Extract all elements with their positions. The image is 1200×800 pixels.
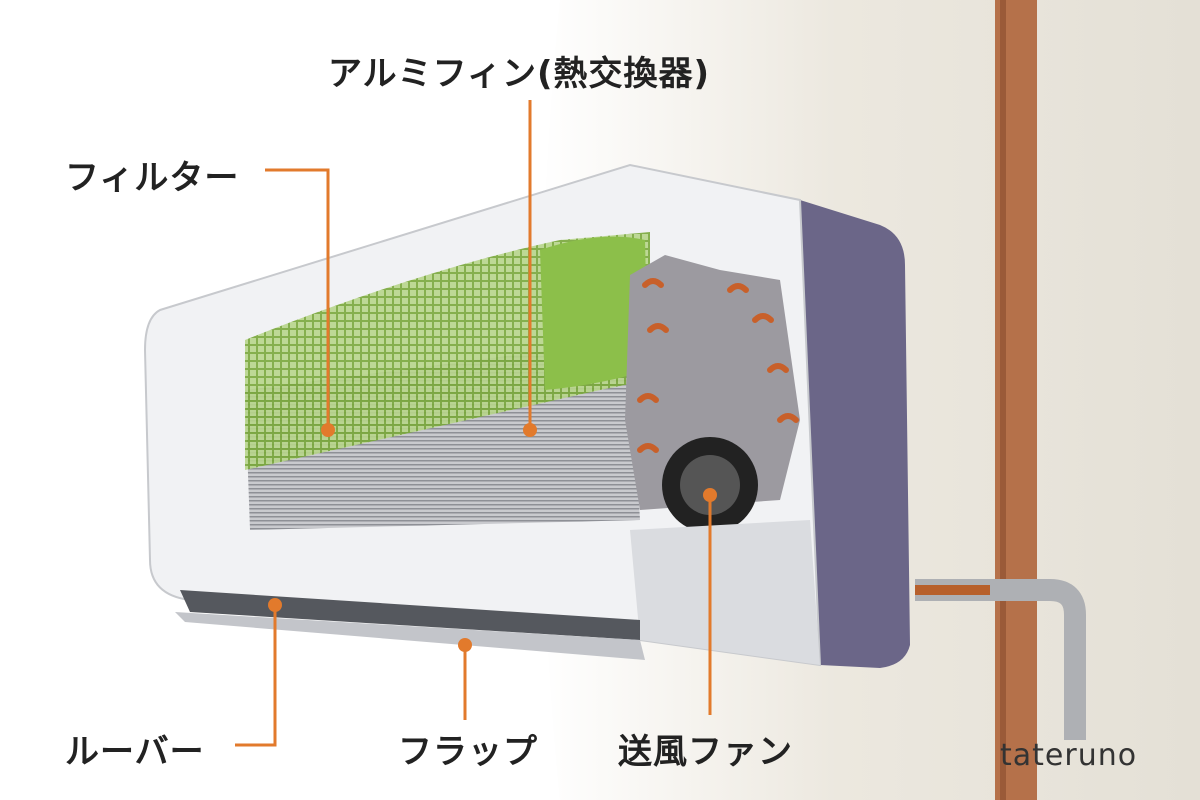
label-aluminum-fin: アルミフィン(熱交換器): [328, 54, 711, 94]
louver-vent: [180, 590, 640, 640]
label-filter: フィルター: [65, 158, 240, 198]
refrigerant-pipe: [915, 579, 1086, 740]
casing-side: [800, 200, 910, 668]
flap-marker: [458, 638, 472, 652]
label-fan: 送風ファン: [618, 732, 793, 772]
front-panel-lower: [630, 520, 820, 665]
filter-marker: [321, 423, 335, 437]
tateruno-logo: tateruno: [1000, 738, 1138, 773]
flap-panel: [175, 612, 645, 660]
louver-marker: [268, 598, 282, 612]
aluminum-fin-marker: [523, 423, 537, 437]
fan-marker: [703, 488, 717, 502]
label-flap: フラップ: [398, 732, 538, 772]
label-louver: ルーバー: [65, 732, 205, 772]
